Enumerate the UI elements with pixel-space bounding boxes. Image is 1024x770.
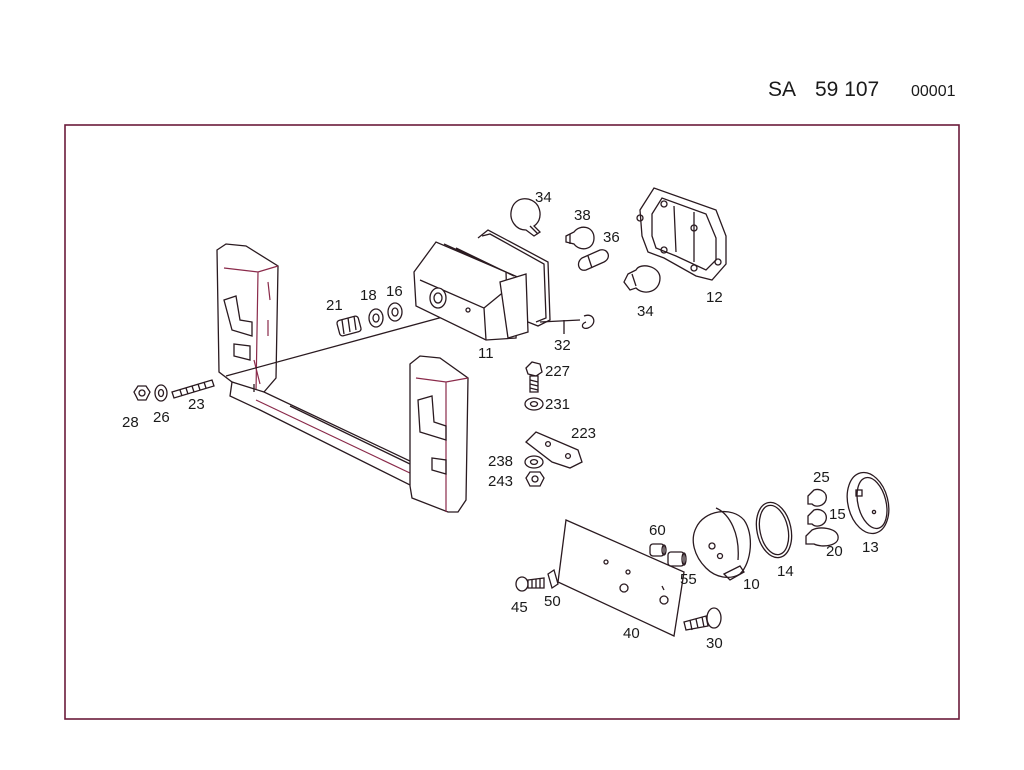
part-label-30: 30 xyxy=(706,635,723,652)
part-label-28: 28 xyxy=(122,414,139,431)
bulb-34-top xyxy=(510,198,542,237)
diagram-frame xyxy=(64,124,960,720)
part-label-34-top: 34 xyxy=(535,189,552,206)
clip-50 xyxy=(547,568,559,590)
leader-line xyxy=(225,307,477,377)
bolt-227 xyxy=(525,361,543,393)
part-label-16: 16 xyxy=(386,283,403,300)
part-labels: 34 38 36 12 34 21 18 16 11 32 227 231 22… xyxy=(122,189,879,652)
part-label-60: 60 xyxy=(649,522,666,539)
mounting-bracket xyxy=(216,243,469,513)
part-label-15: 15 xyxy=(829,506,846,523)
bulb-15 xyxy=(807,508,827,527)
part-label-23: 23 xyxy=(188,396,205,413)
part-label-40: 40 xyxy=(623,625,640,642)
part-label-36: 36 xyxy=(603,229,620,246)
screw-45 xyxy=(515,576,545,592)
part-label-45: 45 xyxy=(511,599,528,616)
washer-231 xyxy=(524,397,544,411)
bracket-223 xyxy=(525,431,583,469)
seal-ring-14 xyxy=(755,501,793,559)
part-label-20: 20 xyxy=(826,543,843,560)
part-label-25: 25 xyxy=(813,469,830,486)
part-label-32: 32 xyxy=(554,337,571,354)
bulb-20 xyxy=(805,527,839,547)
part-label-34-bottom: 34 xyxy=(637,303,654,320)
screw-30 xyxy=(683,607,722,631)
clip-32 xyxy=(539,314,595,334)
stud-bolt xyxy=(171,379,215,399)
washer-238 xyxy=(524,455,544,469)
part-label-18: 18 xyxy=(360,287,377,304)
part-label-14: 14 xyxy=(777,563,794,580)
grommet-55 xyxy=(667,551,687,567)
lamp-housing-11 xyxy=(413,241,529,341)
bulb-38 xyxy=(565,226,595,250)
part-label-243: 243 xyxy=(488,473,513,490)
bulb-carrier-12 xyxy=(636,187,727,281)
washer-26 xyxy=(154,384,168,402)
diagram-number: 59 107 xyxy=(815,78,879,101)
part-label-21: 21 xyxy=(326,297,343,314)
part-label-223: 223 xyxy=(571,425,596,442)
round-lamp-housing-10 xyxy=(692,507,751,581)
diagram-prefix: SA xyxy=(768,78,796,101)
socket-21 xyxy=(336,315,362,337)
lens-13 xyxy=(846,471,890,535)
washer-18 xyxy=(368,308,384,328)
part-label-55: 55 xyxy=(680,571,697,588)
bulb-36 xyxy=(577,249,610,271)
part-label-12: 12 xyxy=(706,289,723,306)
nut-28 xyxy=(133,385,151,401)
grommet-16 xyxy=(387,302,403,322)
mounting-plate-40 xyxy=(557,519,685,637)
part-label-26: 26 xyxy=(153,409,170,426)
nut-243 xyxy=(525,471,545,487)
part-label-50: 50 xyxy=(544,593,561,610)
part-label-10: 10 xyxy=(743,576,760,593)
grommet-60 xyxy=(649,543,667,557)
bulb-25 xyxy=(807,488,827,507)
gasket xyxy=(477,229,551,327)
bulb-34-bottom xyxy=(623,265,661,293)
part-label-11: 11 xyxy=(478,345,494,362)
diagram-code: 00001 xyxy=(911,83,956,100)
part-label-227: 227 xyxy=(545,363,570,380)
part-label-13: 13 xyxy=(862,539,879,556)
part-label-231: 231 xyxy=(545,396,570,413)
part-label-38: 38 xyxy=(574,207,591,224)
part-label-238: 238 xyxy=(488,453,513,470)
